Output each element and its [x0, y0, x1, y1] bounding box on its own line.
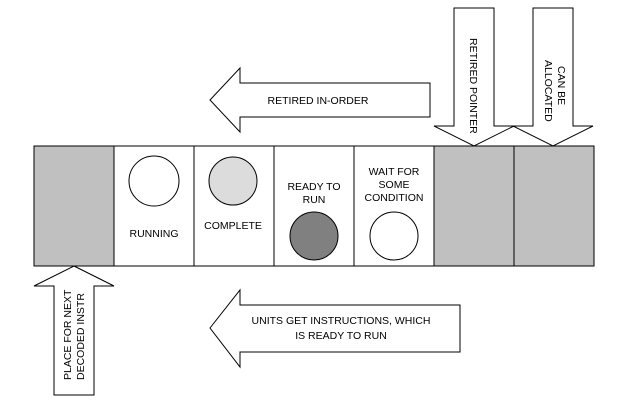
- place-for-next-label-line2: DECODED INSTR: [75, 293, 87, 380]
- place-for-next-label-line1: PLACE FOR NEXT: [62, 289, 74, 380]
- wait-label-line1: WAIT FOR: [369, 166, 420, 178]
- ready-circle: [289, 211, 339, 261]
- running-circle: [128, 155, 180, 207]
- units-get-instructions-line1: UNITS GET INSTRUCTIONS, WHICH: [252, 315, 431, 327]
- complete-label: COMPLETE: [204, 220, 262, 232]
- units-get-instructions-line2: IS READY TO RUN: [295, 330, 387, 342]
- retired-in-order-arrow: [209, 66, 431, 134]
- units-get-instructions-arrow: [209, 288, 461, 369]
- retired-pointer-label: RETIRED POINTER: [467, 38, 479, 134]
- running-label: RUNNING: [130, 228, 179, 240]
- complete-circle: [208, 156, 258, 206]
- buffer-slot-empty-2: [433, 145, 515, 267]
- wait-label-line2: SOME: [379, 179, 410, 191]
- can-be-allocated-label-line2: ALLOCATED: [542, 60, 554, 122]
- can-be-allocated-arrow: [512, 7, 594, 147]
- retired-in-order-label: RETIRED IN-ORDER: [268, 95, 369, 107]
- ready-label-line1: READY TO: [287, 181, 340, 193]
- buffer-slot-empty-3: [513, 145, 595, 267]
- wait-circle: [369, 211, 419, 261]
- can-be-allocated-label-line1: CAN BE: [555, 66, 567, 105]
- wait-label-line3: CONDITION: [365, 192, 424, 204]
- place-for-next-arrow: [33, 265, 115, 396]
- buffer-slot-empty-1: [33, 145, 115, 267]
- retired-pointer-arrow: [433, 7, 515, 147]
- ready-label-line2: RUN: [303, 194, 326, 206]
